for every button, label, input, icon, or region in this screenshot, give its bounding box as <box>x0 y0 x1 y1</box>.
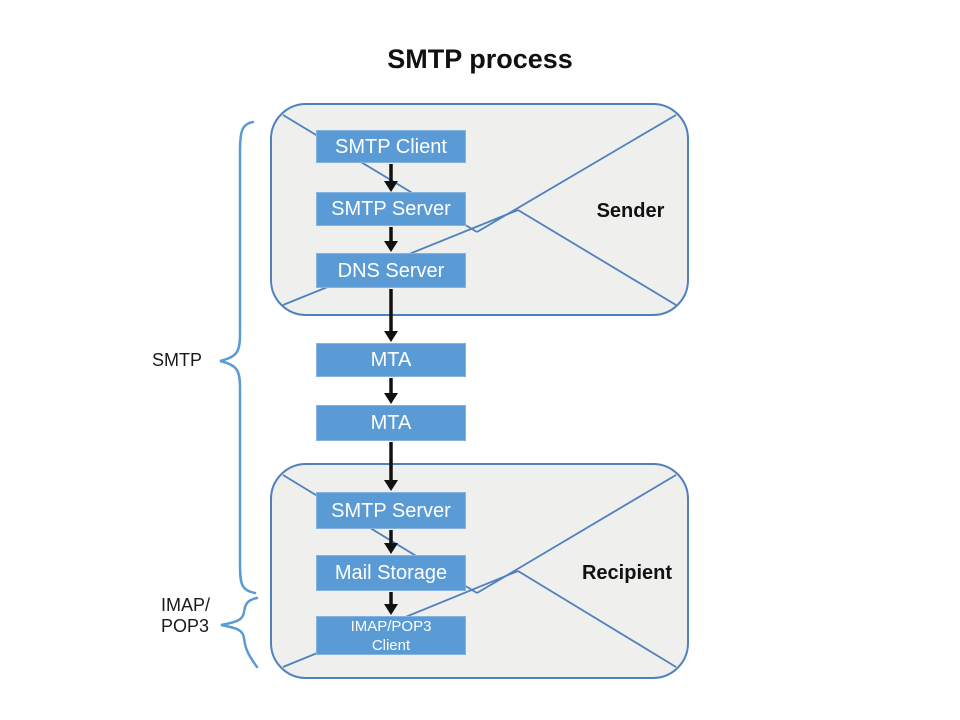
imap-pop3-brace-label-line1: IMAP/ <box>161 595 211 615</box>
node-label: Mail Storage <box>334 562 448 584</box>
node-label: SMTP Server <box>331 499 451 522</box>
imap-pop3-brace-label: IMAP/ POP3 <box>161 595 210 637</box>
recipient-label: Recipient <box>581 562 673 584</box>
node-mail-storage: Mail Storage <box>316 555 466 591</box>
smtp-brace-label: SMTP <box>152 350 203 370</box>
imap-pop3-brace <box>220 596 259 669</box>
node-label: SMTP Client <box>335 135 447 158</box>
page-title: SMTP process <box>387 44 573 74</box>
node-smtp-server-sender: SMTP Server <box>316 192 466 226</box>
node-label-line2: Client <box>371 636 411 654</box>
arrow-mta1-to-mta2 <box>384 378 398 404</box>
node-label-line1: IMAP/POP3 <box>350 617 432 635</box>
node-mta-2: MTA <box>316 405 466 441</box>
node-label: DNS Server <box>337 259 445 282</box>
sender-label: Sender <box>596 200 665 222</box>
node-smtp-client: SMTP Client <box>316 130 466 163</box>
node-dns-server: DNS Server <box>316 253 466 288</box>
braces <box>219 120 259 669</box>
imap-pop3-brace-label-line2: POP3 <box>161 616 210 636</box>
node-label: MTA <box>370 349 412 371</box>
smtp-brace <box>219 120 257 595</box>
node-label: SMTP Server <box>331 198 451 220</box>
node-label: MTA <box>370 412 412 434</box>
node-mta-1: MTA <box>316 343 466 377</box>
node-smtp-server-recipient: SMTP Server <box>316 492 466 529</box>
node-imap-pop3-client: IMAP/POP3 Client <box>316 616 466 655</box>
